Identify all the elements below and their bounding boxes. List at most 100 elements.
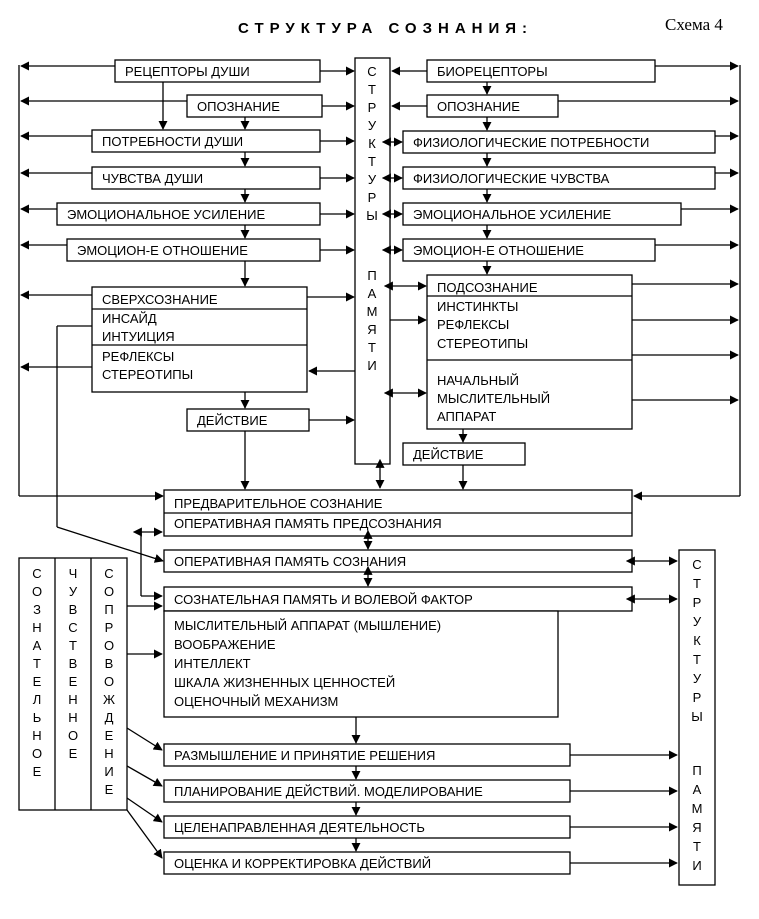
- svg-text:М: М: [367, 304, 378, 319]
- svg-text:А: А: [33, 638, 42, 653]
- svg-text:В: В: [69, 656, 78, 671]
- imagination-label: ВООБРАЖЕНИЕ: [174, 637, 276, 652]
- svg-text:Ь: Ь: [33, 710, 42, 725]
- svg-text:А: А: [693, 782, 702, 797]
- assessment-label: ОЦЕНКА И КОРРЕКТИРОВКА ДЕЙСТВИЙ: [174, 856, 431, 871]
- right-subconscious-box: [426, 274, 633, 430]
- svg-text:С: С: [32, 566, 41, 581]
- left-emotional-attitude-label: ЭМОЦИОН-Е ОТНОШЕНИЕ: [77, 243, 248, 258]
- right-emotional-attitude-box: [402, 238, 656, 262]
- right-reflexes-label: РЕФЛЕКСЫ: [437, 317, 509, 332]
- svg-text:З: З: [33, 602, 41, 617]
- thinking-label: МЫСЛИТЕЛЬНЫЙ АППАРАТ (МЫШЛЕНИЕ): [174, 618, 441, 633]
- left-superconscious-box: [91, 286, 308, 393]
- right-physio-needs-label: ФИЗИОЛОГИЧЕСКИЕ ПОТРЕБНОСТИ: [413, 135, 649, 150]
- svg-text:Т: Т: [33, 656, 41, 671]
- svg-text:В: В: [69, 602, 78, 617]
- svg-text:Ж: Ж: [103, 692, 115, 707]
- svg-text:Ы: Ы: [691, 709, 703, 724]
- right-emotional-gain-box: [402, 202, 682, 226]
- connectors: [18, 61, 741, 868]
- subconscious-label: ПОДСОЗНАНИЕ: [437, 280, 538, 295]
- diagram-title: СТРУКТУРА СОЗНАНИЯ:: [238, 20, 533, 37]
- svg-text:Л: Л: [33, 692, 42, 707]
- operative-preconscious-label: ОПЕРАТИВНАЯ ПАМЯТЬ ПРЕДСОЗНАНИЯ: [174, 516, 442, 531]
- side-column-accompaniment-text: С О П Р О В О Ж Д Е Н И Е: [103, 566, 115, 797]
- svg-text:Я: Я: [367, 322, 376, 337]
- schema-label: Схема 4: [665, 15, 723, 34]
- svg-text:С: С: [692, 557, 701, 572]
- svg-text:Т: Т: [69, 638, 77, 653]
- svg-text:О: О: [104, 584, 114, 599]
- right-physio-needs-box: [402, 130, 716, 154]
- left-feelings-label: ЧУВСТВА ДУШИ: [102, 171, 203, 186]
- svg-text:Н: Н: [68, 710, 77, 725]
- svg-text:И: И: [367, 358, 376, 373]
- memory-structures-right-vertical-text: С Т Р У К Т У Р Ы П А М Я Т И: [691, 557, 703, 873]
- svg-text:М: М: [692, 801, 703, 816]
- side-column-sensual-text: Ч У В С Т В Е Н Н О Е: [68, 566, 78, 761]
- left-needs-label: ПОТРЕБНОСТИ ДУШИ: [102, 134, 243, 149]
- svg-text:Е: Е: [105, 782, 114, 797]
- left-action-label: ДЕЙСТВИЕ: [197, 413, 268, 428]
- svg-text:К: К: [368, 136, 376, 151]
- operative-memory-label: ОПЕРАТИВНАЯ ПАМЯТЬ СОЗНАНИЯ: [174, 554, 406, 569]
- intuition-label: ИНТУИЦИЯ: [102, 329, 175, 344]
- right-physio-feelings-box: [402, 166, 716, 190]
- svg-text:О: О: [32, 584, 42, 599]
- right-action-box: [402, 442, 526, 466]
- svg-text:И: И: [692, 858, 701, 873]
- left-recognition-label: ОПОЗНАНИЕ: [197, 99, 280, 114]
- memory-structures-right-column: [678, 549, 716, 886]
- svg-text:И: И: [104, 764, 113, 779]
- svg-text:П: П: [104, 602, 113, 617]
- svg-text:С: С: [104, 566, 113, 581]
- svg-text:Н: Н: [32, 728, 41, 743]
- svg-text:Н: Н: [104, 746, 113, 761]
- svg-text:У: У: [693, 614, 702, 629]
- intellect-label: ИНТЕЛЛЕКТ: [174, 656, 251, 671]
- instincts-label: ИНСТИНКТЫ: [437, 299, 518, 314]
- right-action-label: ДЕЙСТВИЕ: [413, 447, 484, 462]
- svg-text:У: У: [693, 671, 702, 686]
- right-physio-feelings-label: ФИЗИОЛОГИЧЕСКИЕ ЧУВСТВА: [413, 171, 610, 186]
- svg-text:У: У: [368, 172, 377, 187]
- side-column-conscious-text: С О З Н А Т Е Л Ь Н О Е: [32, 566, 42, 779]
- svg-text:Т: Т: [368, 82, 376, 97]
- memory-structures-vertical-text: С Т Р У К Т У Р Ы П А М Я Т И: [366, 64, 378, 373]
- svg-text:Р: Р: [368, 100, 377, 115]
- conscious-memory-label: СОЗНАТЕЛЬНАЯ ПАМЯТЬ И ВОЛЕВОЙ ФАКТОР: [174, 592, 473, 607]
- svg-text:Т: Т: [368, 340, 376, 355]
- svg-text:С: С: [367, 64, 376, 79]
- svg-text:Н: Н: [32, 620, 41, 635]
- preliminary-consciousness-label: ПРЕДВАРИТЕЛЬНОЕ СОЗНАНИЕ: [174, 496, 383, 511]
- left-receptors-label: РЕЦЕПТОРЫ ДУШИ: [125, 64, 250, 79]
- svg-text:У: У: [368, 118, 377, 133]
- svg-text:Т: Т: [693, 576, 701, 591]
- right-bioreceptors-label: БИОРЕЦЕПТОРЫ: [437, 64, 548, 79]
- svg-text:Р: Р: [693, 690, 702, 705]
- superconscious-label: СВЕРХСОЗНАНИЕ: [102, 292, 218, 307]
- initial-apparatus-label-3: АППАРАТ: [437, 409, 496, 424]
- initial-apparatus-label-1: НАЧАЛЬНЫЙ: [437, 373, 519, 388]
- svg-text:Е: Е: [105, 728, 114, 743]
- left-emotional-gain-label: ЭМОЦИОНАЛЬНОЕ УСИЛЕНИЕ: [67, 207, 265, 222]
- svg-text:П: П: [692, 763, 701, 778]
- svg-text:Н: Н: [68, 692, 77, 707]
- svg-text:Т: Т: [693, 652, 701, 667]
- svg-text:Р: Р: [693, 595, 702, 610]
- svg-text:К: К: [693, 633, 701, 648]
- conscious-memory-box: [163, 586, 633, 612]
- thinking-apparatus-box: [163, 610, 559, 718]
- evaluation-label: ОЦЕНОЧНЫЙ МЕХАНИЗМ: [174, 694, 338, 709]
- svg-text:Т: Т: [693, 839, 701, 854]
- svg-text:Е: Е: [33, 674, 42, 689]
- right-emotional-attitude-label: ЭМОЦИОН-Е ОТНОШЕНИЕ: [413, 243, 584, 258]
- purposeful-activity-label: ЦЕЛЕНАПРАВЛЕННАЯ ДЕЯТЕЛЬНОСТЬ: [174, 820, 425, 835]
- svg-text:С: С: [68, 620, 77, 635]
- planning-label: ПЛАНИРОВАНИЕ ДЕЙСТВИЙ. МОДЕЛИРОВАНИЕ: [174, 784, 483, 799]
- values-label: ШКАЛА ЖИЗНЕННЫХ ЦЕННОСТЕЙ: [174, 675, 395, 690]
- svg-text:Е: Е: [69, 746, 78, 761]
- svg-text:О: О: [104, 674, 114, 689]
